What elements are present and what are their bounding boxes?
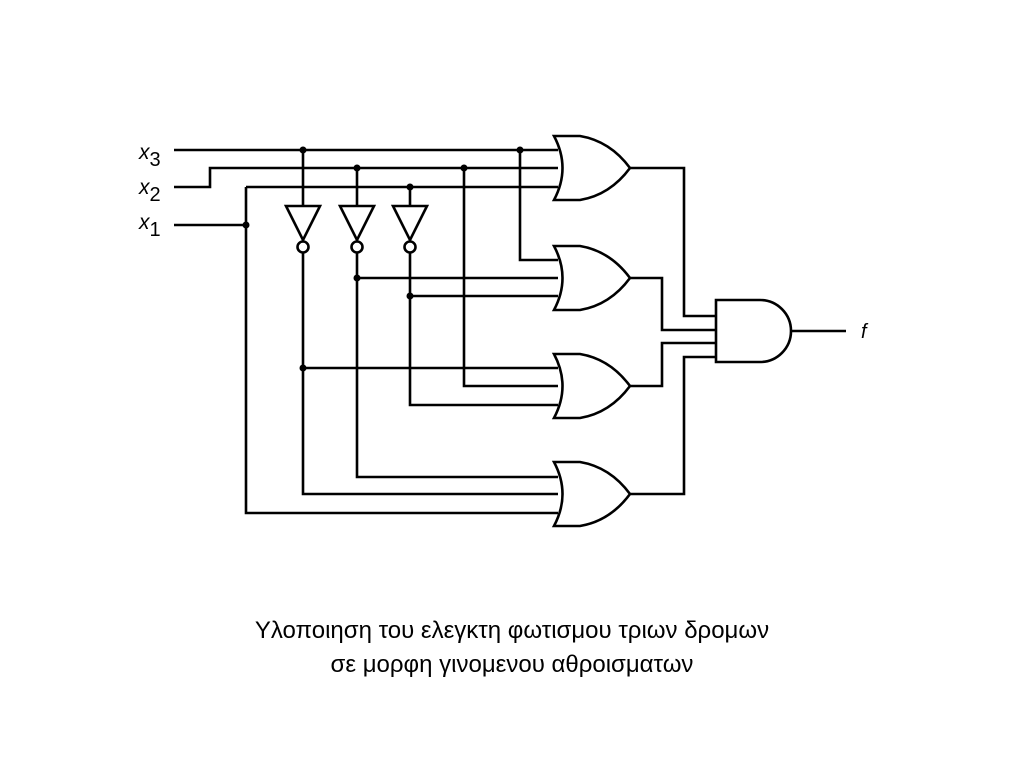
and-gate <box>714 298 793 364</box>
junction-dot <box>353 274 361 282</box>
not-gate-x1 <box>390 204 430 254</box>
junction-dot <box>299 146 307 154</box>
wire-or1-to-and <box>630 166 718 318</box>
junction-dot <box>516 146 524 154</box>
junction-dot <box>242 221 250 229</box>
caption: Υλοποιηση του ελεγκτη φωτισμου τριων δρο… <box>0 614 1024 682</box>
input-label-x2: x2 <box>138 176 161 206</box>
junction-dot <box>353 164 361 172</box>
not-gate-x3 <box>283 204 323 254</box>
wire-x3-branch <box>518 150 558 262</box>
or-gate-4 <box>551 460 632 528</box>
or-gate-3 <box>551 352 632 420</box>
wire-or2-to-and <box>630 276 718 332</box>
not-gate-x2 <box>337 204 377 254</box>
or-gate-1 <box>551 134 632 202</box>
wire-x1-vertical <box>244 187 558 515</box>
wire-not-x3 <box>301 253 558 496</box>
wire-x2 <box>174 166 558 189</box>
caption-line-2: σε μορφη γινομενου αθροισματων <box>330 651 694 678</box>
junction-dot <box>406 183 414 191</box>
wire-or3-to-and <box>630 341 718 388</box>
wire-not-x1 <box>408 253 558 407</box>
or-gate-2 <box>551 244 632 312</box>
wire-x2-branch <box>462 168 558 388</box>
junction-dot <box>460 164 468 172</box>
output-label: f <box>861 321 869 343</box>
caption-line-1: Υλοποιηση του ελεγκτη φωτισμου τριων δρο… <box>254 617 770 644</box>
input-label-x1: x1 <box>138 211 161 241</box>
wire-not-x2 <box>355 253 558 479</box>
junction-dot <box>406 292 414 300</box>
junction-dot <box>299 364 307 372</box>
input-label-x3: x3 <box>138 141 161 171</box>
wire-or4-to-and <box>630 355 718 496</box>
